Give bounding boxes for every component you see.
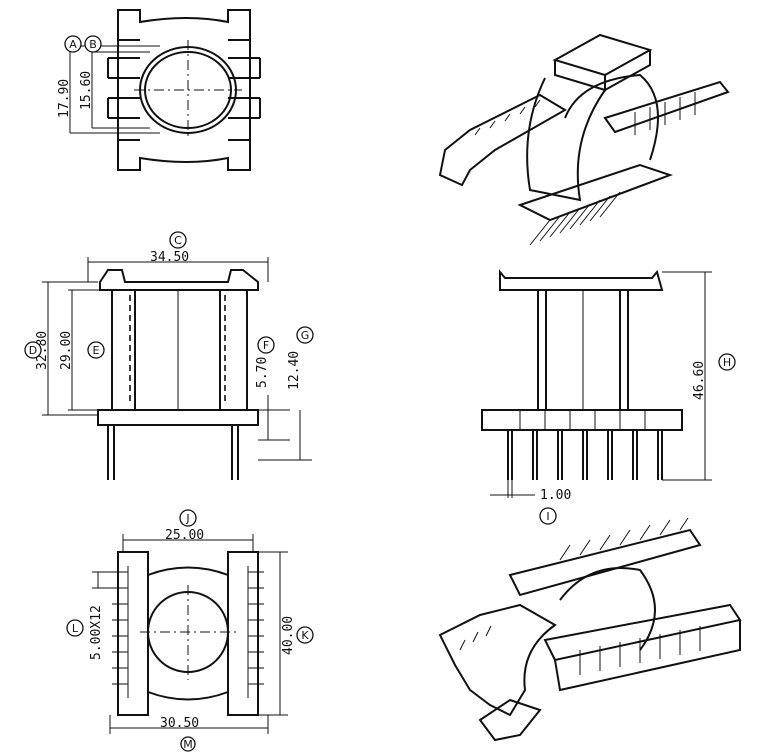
- top-view-right-fins: [228, 39, 261, 141]
- isometric-view-top: [438, 33, 730, 246]
- label-g: G: [301, 329, 310, 342]
- dim-l-value: 5.00X12: [89, 605, 104, 660]
- top-view-left-fins: [107, 39, 140, 141]
- isometric-view-bottom: [438, 517, 742, 742]
- dim-b-value: 15.60: [79, 71, 94, 110]
- label-f: F: [263, 339, 269, 352]
- top-view: 17.90 15.60 A B: [57, 9, 261, 171]
- dim-c-value: 34.50: [150, 250, 189, 265]
- dim-k-value: 40.00: [281, 616, 296, 655]
- dim-m-value: 30.50: [160, 716, 199, 731]
- label-c: C: [174, 234, 182, 247]
- bottom-view-left-slots: [112, 566, 129, 698]
- dim-i-value: 1.00: [540, 488, 571, 503]
- label-j: J: [185, 512, 189, 525]
- label-e: E: [93, 344, 100, 357]
- label-d: D: [29, 344, 37, 357]
- dim-f-value: 5.70: [255, 357, 270, 388]
- label-k: K: [301, 629, 309, 642]
- bottom-view-right-slots: [247, 566, 264, 698]
- dim-h-value: 46.60: [692, 361, 707, 400]
- dim-g-value: 12.40: [287, 351, 302, 390]
- side-view-pins: [507, 430, 663, 480]
- dim-j-value: 25.00: [165, 528, 204, 543]
- label-b: B: [89, 38, 97, 51]
- label-a: A: [69, 38, 77, 51]
- dim-e-value: 29.00: [59, 331, 74, 370]
- side-view: 46.60 H 1.00 I: [481, 269, 736, 525]
- label-i: I: [546, 510, 549, 523]
- label-m: M: [183, 738, 193, 751]
- dim-d-value: 32.80: [35, 331, 50, 370]
- bottom-view: 25.00 J 5.00X12 L 40.00 K 30.50 M: [66, 509, 314, 752]
- label-h: H: [723, 356, 731, 369]
- label-l: L: [72, 622, 79, 635]
- dim-a-value: 17.90: [57, 79, 72, 118]
- front-view: 34.50 C 32.80 29.00 D E 5.70 12.40 F G: [24, 231, 314, 480]
